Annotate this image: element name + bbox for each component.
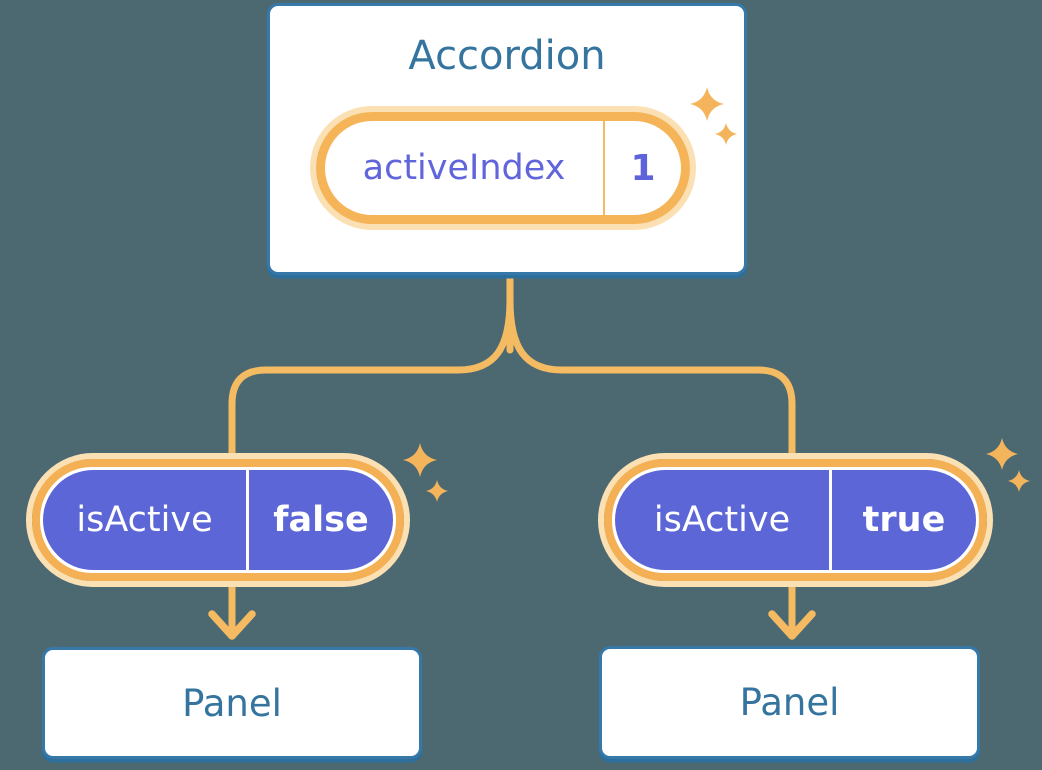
prop-name-label: isActive [76,500,213,540]
sparkle-icon [403,443,448,502]
prop-pill-ring: isActive false [32,459,404,581]
state-name-label: activeIndex [362,148,566,188]
prop-name-label: isActive [653,500,791,540]
panel-card-right: Panel [599,646,980,759]
prop-pill-body: isActive true [615,470,976,570]
accordion-title: Accordion [408,33,606,79]
arrow-head-left-icon [208,610,256,640]
prop-pill-body: isActive false [43,470,393,570]
state-pill: activeIndex 1 [310,106,696,230]
arrow-head-right-icon [768,610,816,640]
prop-value-label: false [246,470,393,570]
prop-value-label: true [829,470,976,570]
panel-title: Panel [739,681,840,724]
prop-pill-true: isActive true [598,453,993,587]
accordion-card: Accordion activeIndex 1 [267,3,747,275]
sparkle-icon [986,438,1030,492]
prop-pill-false: isActive false [26,453,410,587]
state-pill-ring: activeIndex 1 [316,112,690,224]
panel-card-left: Panel [42,647,422,759]
state-value-label: 1 [603,121,681,215]
tree-branch-right [506,296,796,462]
prop-pill-ring: isActive true [604,459,987,581]
tree-branch-left [228,296,514,462]
panel-title: Panel [182,681,282,725]
